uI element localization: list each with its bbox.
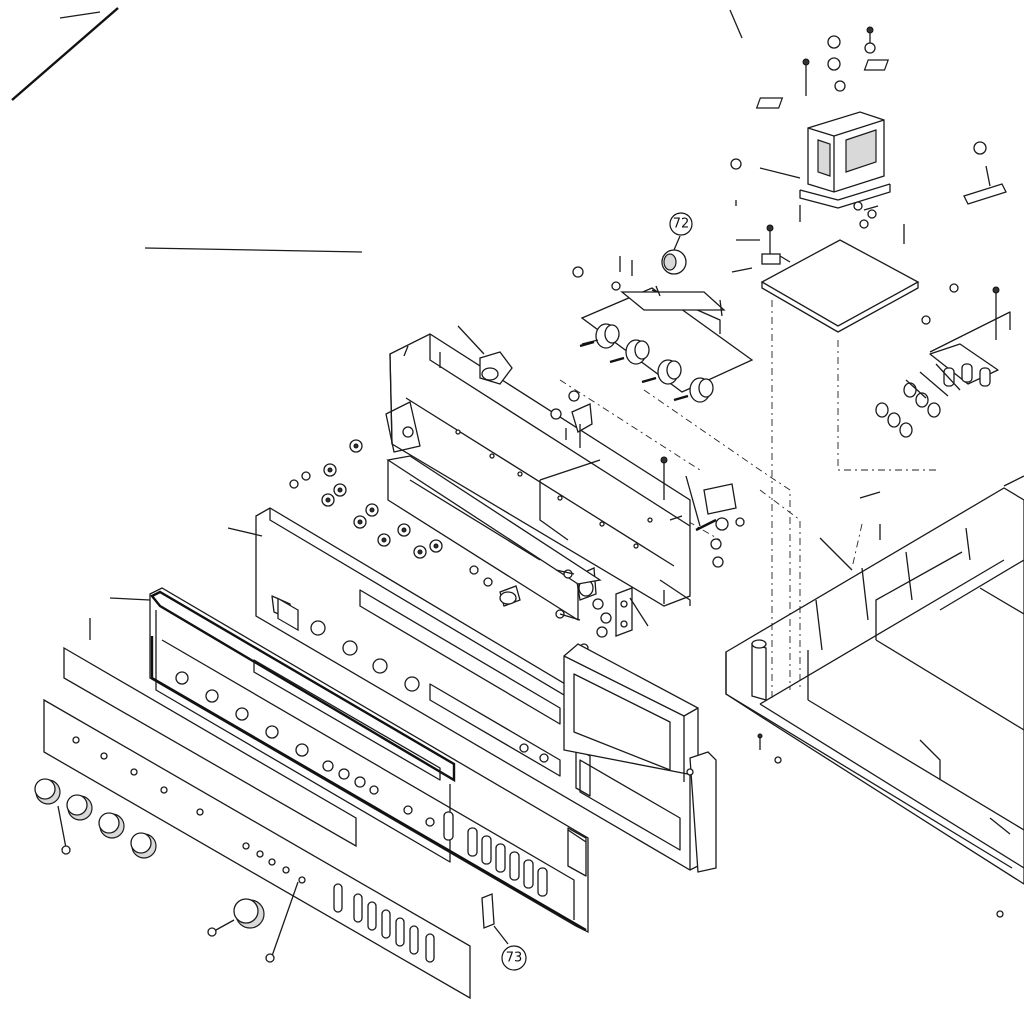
control-pcb-top: [572, 256, 754, 403]
potentiometer-group: [579, 323, 714, 403]
knob: [98, 812, 125, 839]
switch-shafts: [499, 565, 633, 653]
control-knobs: [34, 778, 299, 963]
power-cord-bushing: [963, 141, 1007, 205]
front-panel: [43, 698, 471, 1000]
knob: [34, 778, 61, 805]
scan-edge-lines: [11, 7, 743, 253]
knob: [66, 794, 93, 821]
escutcheon-frame: [149, 587, 589, 934]
jack-bracket: [660, 456, 745, 568]
front-frame-bracket: [385, 333, 691, 607]
knob: [233, 898, 265, 929]
name-plate: [63, 618, 357, 848]
button-slots-frame: [443, 811, 548, 897]
transformer-mounting-plate: [760, 224, 920, 333]
callout-73: 73: [501, 945, 527, 971]
small-bracket: [439, 351, 593, 448]
nuts-and-washers: [289, 439, 493, 587]
display-window-box: [563, 643, 717, 873]
rear-pcb-capacitors: [875, 283, 1011, 438]
callout-72-label: 72: [673, 217, 690, 232]
part-72: [661, 235, 687, 275]
rear-window-bar: [386, 455, 602, 621]
chassis: [725, 475, 1024, 918]
knob: [130, 832, 157, 859]
callout-73-label: 73: [506, 951, 523, 966]
leader-lines: [109, 239, 853, 627]
transformer-assembly: [730, 26, 905, 244]
part-73: [481, 893, 509, 945]
callout-72: 72: [669, 212, 693, 236]
button-slots-panel: [333, 883, 435, 963]
